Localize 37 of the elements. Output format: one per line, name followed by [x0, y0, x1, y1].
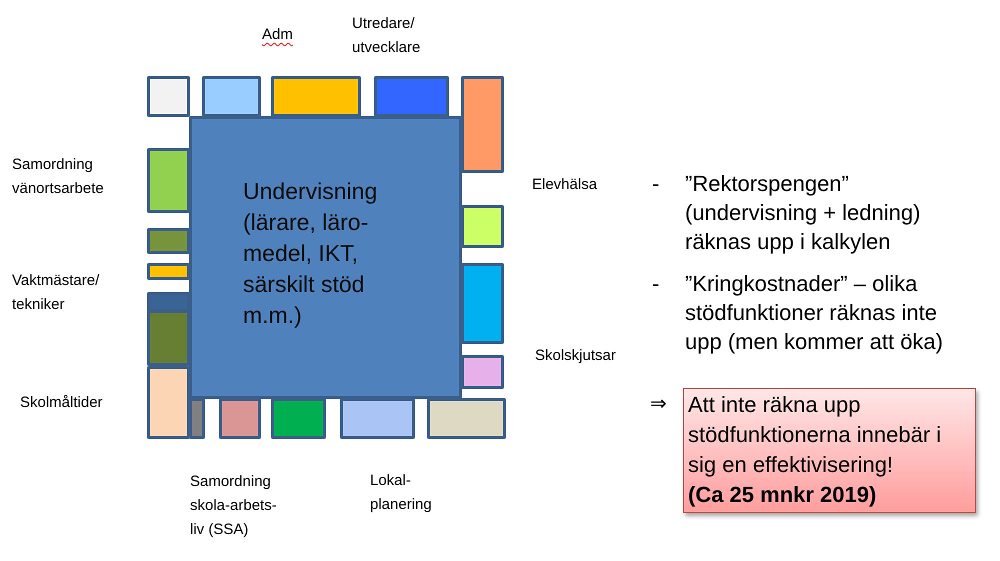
- implies-sign: ⇒: [650, 390, 668, 417]
- block: [189, 398, 205, 439]
- part-label: Vaktmästare/ tekniker: [12, 271, 100, 315]
- block: [147, 263, 190, 280]
- part-label: Lokal- planering: [370, 471, 433, 515]
- part-label: Utredare/ utvecklare: [352, 14, 422, 58]
- main-text: Undervisning (lärare, läro- medel, IKT, särskilt stöd m.m.): [243, 177, 378, 330]
- part-label: Samordning vänortsarbete: [12, 155, 105, 199]
- block: [202, 76, 261, 117]
- part-label: Skolskjutsar: [535, 346, 617, 366]
- main-block: [189, 116, 462, 399]
- block: [147, 366, 190, 439]
- block: [461, 205, 504, 248]
- callout-text: Att inte räkna upp stödfunktionerna innebär i sig en effektivisering!: [688, 391, 942, 479]
- block: [219, 398, 261, 439]
- block: [147, 310, 190, 366]
- block: [461, 355, 504, 389]
- block: [427, 398, 506, 439]
- block: [147, 148, 190, 213]
- part-label: Elevhälsa: [532, 175, 598, 195]
- callout-box: [683, 388, 976, 513]
- block: [271, 398, 326, 439]
- block: [271, 76, 361, 117]
- bullet-text: ”Kringkostnader” – olika stödfunktioner räknas inte upp (men kommer att öka): [685, 270, 944, 356]
- block: [374, 76, 449, 117]
- block: [461, 263, 504, 344]
- block: [340, 398, 415, 439]
- part-label: Samordning skola-arbets- liv (SSA): [190, 472, 278, 540]
- block: [461, 76, 504, 173]
- part-label: Adm: [262, 25, 294, 45]
- part-label: Skolmåltider: [20, 393, 104, 413]
- bullet-text: ”Rektorspengen” (undervisning + ledning) räknas upp i kalkylen: [685, 170, 922, 256]
- list-dash: -: [652, 270, 660, 298]
- block: [147, 76, 190, 117]
- callout-note: (Ca 25 mnkr 2019): [688, 481, 878, 509]
- block: [147, 228, 190, 254]
- list-dash: -: [652, 170, 660, 198]
